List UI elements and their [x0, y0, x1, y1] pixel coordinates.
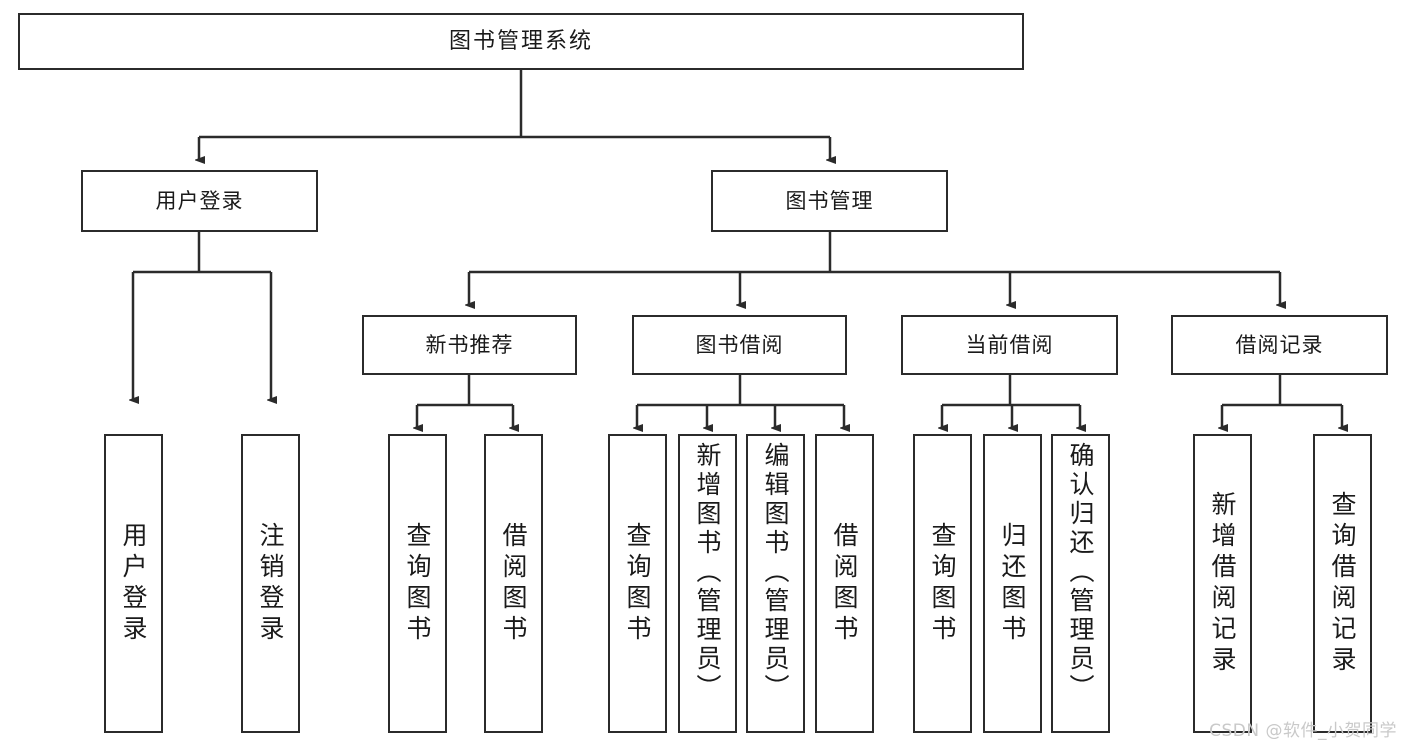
node-leaf-query-book-1[interactable]: 查询图书 [388, 434, 447, 733]
node-book-borrow[interactable]: 图书借阅 [632, 315, 847, 375]
node-label: 用户登录 [119, 521, 148, 646]
node-label: 新增图书（管理员） [693, 442, 722, 703]
node-label: 注销登录 [256, 521, 285, 646]
node-leaf-borrow-book-1[interactable]: 借阅图书 [484, 434, 543, 733]
node-label: 借阅图书 [499, 521, 528, 646]
node-label: 编辑图书（管理员） [761, 442, 790, 703]
node-leaf-add-record[interactable]: 新增借阅记录 [1193, 434, 1252, 733]
node-label: 查询图书 [623, 521, 652, 646]
node-new-book-recommend[interactable]: 新书推荐 [362, 315, 577, 375]
node-label: 新书推荐 [425, 332, 514, 357]
node-leaf-return-book[interactable]: 归还图书 [983, 434, 1042, 733]
node-label: 图书管理系统 [448, 28, 593, 54]
node-current-borrow[interactable]: 当前借阅 [901, 315, 1118, 375]
node-label: 用户登录 [155, 188, 244, 213]
node-label: 查询借阅记录 [1328, 490, 1357, 677]
node-label: 借阅记录 [1235, 332, 1324, 357]
watermark-text: CSDN @软件_小贺同学 [1209, 721, 1397, 741]
node-leaf-confirm-return[interactable]: 确认归还（管理员） [1051, 434, 1110, 733]
node-label: 查询图书 [928, 521, 957, 646]
node-label: 借阅图书 [830, 521, 859, 646]
node-label: 新增借阅记录 [1208, 490, 1237, 677]
node-leaf-user-login[interactable]: 用户登录 [104, 434, 163, 733]
node-label: 归还图书 [998, 521, 1027, 646]
node-label: 当前借阅 [965, 332, 1054, 357]
node-leaf-borrow-book-2[interactable]: 借阅图书 [815, 434, 874, 733]
node-leaf-add-book[interactable]: 新增图书（管理员） [678, 434, 737, 733]
node-leaf-query-book-3[interactable]: 查询图书 [913, 434, 972, 733]
node-label: 图书管理 [785, 188, 874, 213]
node-book-manage[interactable]: 图书管理 [711, 170, 948, 232]
node-label: 图书借阅 [695, 332, 784, 357]
node-borrow-record[interactable]: 借阅记录 [1171, 315, 1388, 375]
node-user-login[interactable]: 用户登录 [81, 170, 318, 232]
node-root-system[interactable]: 图书管理系统 [18, 13, 1024, 70]
node-leaf-logout[interactable]: 注销登录 [241, 434, 300, 733]
node-label: 查询图书 [403, 521, 432, 646]
node-leaf-edit-book[interactable]: 编辑图书（管理员） [746, 434, 805, 733]
node-leaf-query-book-2[interactable]: 查询图书 [608, 434, 667, 733]
node-label: 确认归还（管理员） [1066, 442, 1095, 703]
node-leaf-query-record[interactable]: 查询借阅记录 [1313, 434, 1372, 733]
